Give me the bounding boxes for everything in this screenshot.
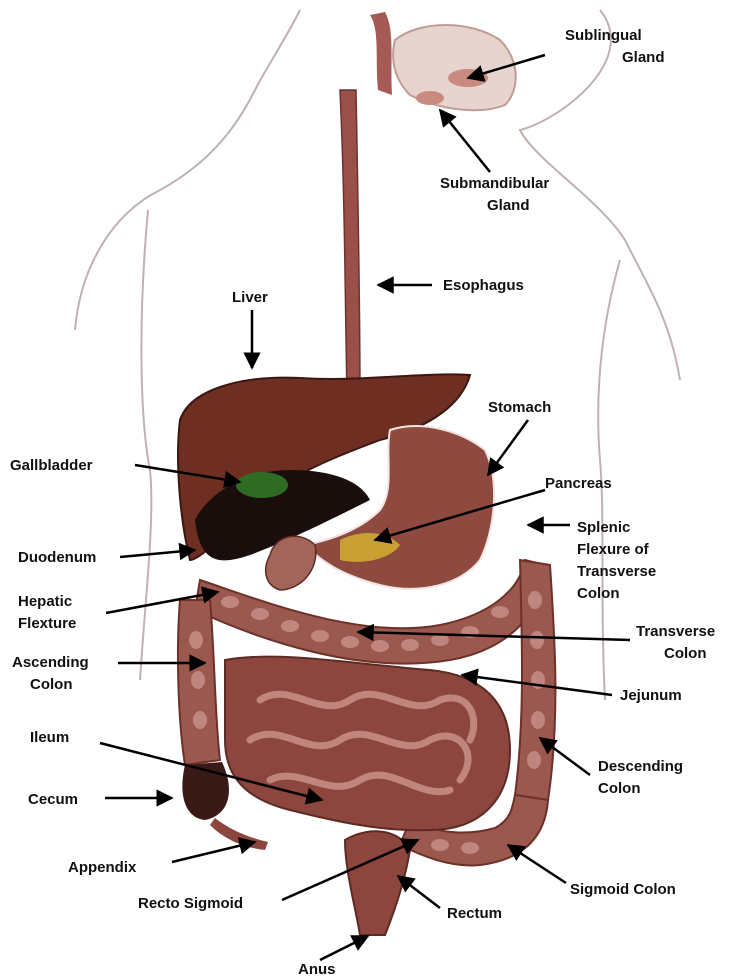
- label-gallbladder: Gallbladder: [10, 457, 93, 474]
- label-submandibular-line2: Gland: [487, 197, 530, 214]
- label-sublingual-line1: Sublingual: [565, 27, 642, 44]
- label-anus: Anus: [298, 961, 336, 978]
- label-descending-line2: Colon: [598, 780, 641, 797]
- label-rectum: Rectum: [447, 905, 502, 922]
- label-hepatic-line1: Hepatic: [18, 593, 72, 610]
- label-esophagus: Esophagus: [443, 277, 524, 294]
- label-splenic-line2: Flexure of: [577, 541, 650, 558]
- esophagus-shape: [340, 90, 360, 400]
- label-sublingual-line2: Gland: [622, 49, 665, 66]
- label-submandibular-line1: Submandibular: [440, 175, 549, 192]
- label-pancreas: Pancreas: [545, 475, 612, 492]
- label-ileum: Ileum: [30, 729, 69, 746]
- label-sigmoid: Sigmoid Colon: [570, 881, 676, 898]
- label-stomach: Stomach: [488, 399, 551, 416]
- label-hepatic-line2: Flexture: [18, 615, 76, 632]
- label-transverse-line2: Colon: [664, 645, 707, 662]
- label-cecum: Cecum: [28, 791, 78, 808]
- label-appendix: Appendix: [68, 859, 137, 876]
- label-ascending-line1: Ascending: [12, 654, 89, 671]
- label-descending-line1: Descending: [598, 758, 683, 775]
- label-splenic-line1: Splenic: [577, 519, 630, 536]
- gallbladder-shape: [236, 472, 288, 498]
- label-splenic-line3: Transverse: [577, 563, 656, 580]
- label-jejunum: Jejunum: [620, 687, 682, 704]
- label-liver: Liver: [232, 289, 268, 306]
- label-splenic-line4: Colon: [577, 585, 620, 602]
- small-intestine: [225, 657, 510, 831]
- label-transverse-line1: Transverse: [636, 623, 715, 640]
- label-ascending-line2: Colon: [30, 676, 73, 693]
- oral-cavity: [370, 12, 516, 110]
- label-duodenum: Duodenum: [18, 549, 96, 566]
- label-recto-sigmoid: Recto Sigmoid: [138, 895, 243, 912]
